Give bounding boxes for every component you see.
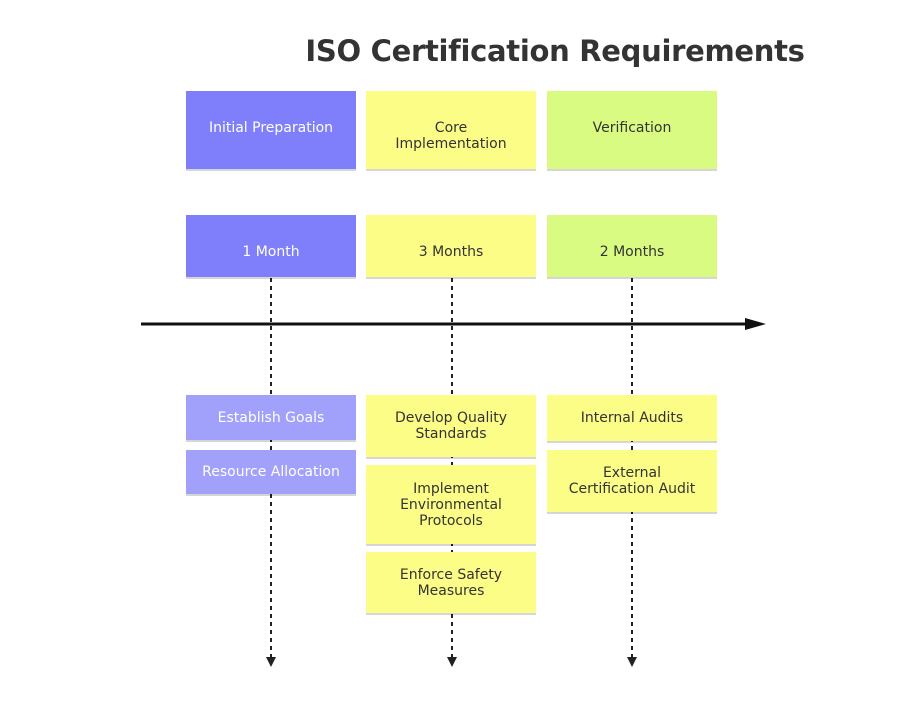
phase-duration-2: 3 Months xyxy=(366,215,536,277)
phase-header-core-implementation: Core Implementation xyxy=(366,91,536,169)
task-resource-allocation: Resource Allocation xyxy=(186,450,356,494)
phase-duration-3: 2 Months xyxy=(547,215,717,277)
duration-label: 3 Months xyxy=(418,244,484,260)
task-label: External Certification Audit xyxy=(568,465,696,497)
task-label: Develop Quality Standards xyxy=(394,410,508,442)
phase-header-verification: Verification xyxy=(547,91,717,169)
task-external-certification-audit: External Certification Audit xyxy=(547,450,717,512)
task-develop-quality-standards: Develop Quality Standards xyxy=(366,395,536,457)
page-title: ISO Certification Requirements xyxy=(305,34,805,68)
task-establish-goals: Establish Goals xyxy=(186,395,356,440)
duration-label: 1 Month xyxy=(242,244,300,260)
phase-name-label: Initial Preparation xyxy=(208,120,334,136)
duration-label: 2 Months xyxy=(599,244,665,260)
task-enforce-safety-measures: Enforce Safety Measures xyxy=(366,552,536,613)
task-label: Establish Goals xyxy=(217,409,325,426)
phase-name-label: Verification xyxy=(592,120,672,136)
phase-duration-1: 1 Month xyxy=(186,215,356,277)
phase-name-label: Core Implementation xyxy=(395,120,507,152)
task-label: Enforce Safety Measures xyxy=(399,566,503,599)
timeline-arrowhead xyxy=(745,318,766,330)
task-label: Implement Environmental Protocols xyxy=(400,480,502,529)
task-internal-audits: Internal Audits xyxy=(547,395,717,441)
task-label: Internal Audits xyxy=(580,410,684,426)
task-label: Resource Allocation xyxy=(202,464,340,480)
task-implement-environmental-protocols: Implement Environmental Protocols xyxy=(366,465,536,544)
phase-header-initial-preparation: Initial Preparation xyxy=(186,91,356,169)
